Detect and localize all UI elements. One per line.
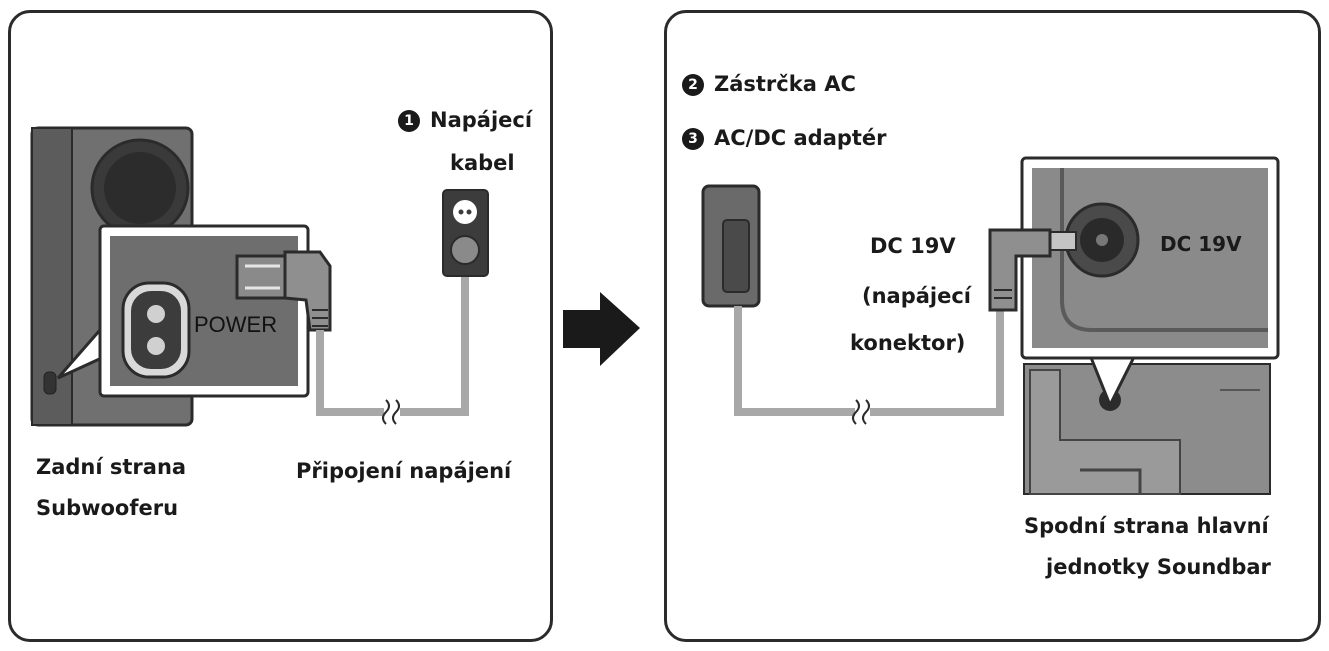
callout-2-label: 2 Zástrčka AC <box>682 68 856 101</box>
dc-label-line1: DC 19V <box>870 234 956 258</box>
callout-1-line2-label: kabel <box>450 151 515 175</box>
caption-soundbar-line1: Spodní strana hlavní <box>1024 514 1269 538</box>
caption-subwoofer-line1: Zadní strana <box>36 455 187 479</box>
callout-1-number: 1 <box>398 110 420 132</box>
dc-label-line2: (napájecí <box>862 284 972 308</box>
callout-2-text: Zástrčka AC <box>714 72 856 96</box>
dc-label-line3: konektor) <box>850 331 966 355</box>
callout-1-label: 1 Napájecí <box>398 104 532 137</box>
caption-soundbar-line2: jednotky Soundbar <box>1046 555 1271 579</box>
power-plug-illustration <box>235 250 332 332</box>
soundbar-bottom-illustration <box>1023 363 1271 495</box>
callout-2-number: 2 <box>682 74 704 96</box>
dc-plug-illustration <box>988 228 1052 312</box>
caption-subwoofer-line2: Subwooferu <box>36 496 179 520</box>
dc-port-zoom <box>1020 156 1280 360</box>
callout-3-text: AC/DC adaptér <box>714 126 887 150</box>
caption-power-connection: Připojení napájení <box>296 459 512 483</box>
wall-outlet-illustration <box>442 189 489 277</box>
dc-port-label: DC 19V <box>1160 232 1242 256</box>
arrow-right-icon <box>563 292 640 366</box>
callout-3-number: 3 <box>682 128 704 150</box>
power-socket-zoom <box>98 224 310 398</box>
acdc-adapter-illustration <box>701 184 761 308</box>
callout-3-label: 3 AC/DC adaptér <box>682 122 887 155</box>
power-label: POWER <box>194 312 278 337</box>
callout-1-line1: Napájecí <box>430 108 533 132</box>
